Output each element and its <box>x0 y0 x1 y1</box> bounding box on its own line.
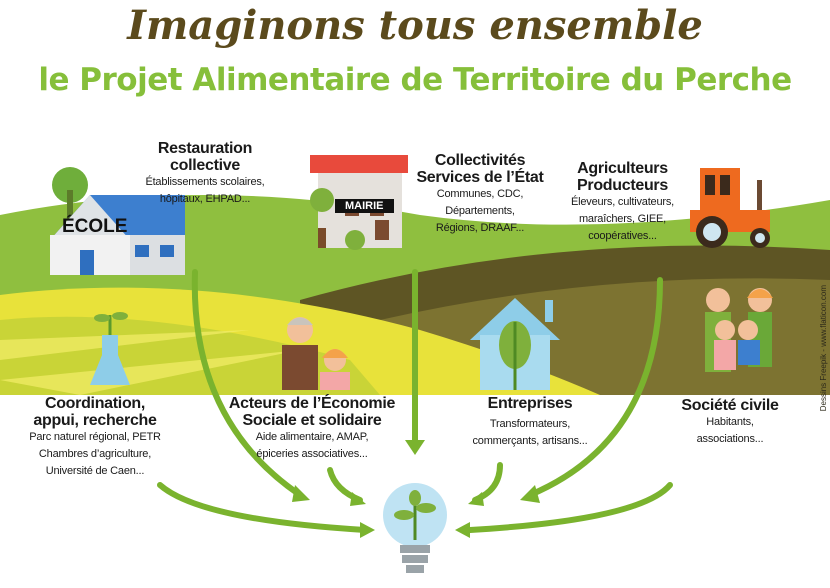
group-agriculteurs: Agriculteurs Producteurs Éleveurs, culti… <box>560 160 685 245</box>
image-credit: Dessins Freepik - www.flaticon.com <box>819 285 828 412</box>
group-heading: Entreprises <box>487 395 573 412</box>
group-detail: Université de Caen... <box>45 465 145 477</box>
house-illustration <box>470 298 560 390</box>
family-illustration <box>705 288 773 372</box>
group-detail: Départements, <box>445 205 515 217</box>
group-detail: Transformateurs, <box>489 418 571 430</box>
group-detail: hôpitaux, EHPAD... <box>159 193 251 205</box>
flask-illustration <box>90 312 130 385</box>
group-collectivites: Collectivités Services de l’État Commune… <box>410 152 550 237</box>
group-heading: Coordination, <box>44 395 146 412</box>
people-couple-illustration <box>282 317 350 390</box>
school-illustration <box>50 167 185 275</box>
group-detail: Aide alimentaire, AMAP, <box>255 431 369 443</box>
group-heading: Restauration <box>157 140 253 157</box>
group-heading: Acteurs de l’Économie <box>228 395 396 412</box>
group-restauration: Restauration collective Établissements s… <box>130 140 280 208</box>
group-detail: Éleveurs, cultivateurs, <box>571 196 674 208</box>
field-stripes <box>0 330 300 395</box>
tractor-illustration <box>690 168 770 248</box>
group-detail: épiceries associatives... <box>256 448 368 460</box>
group-detail: coopératives... <box>588 230 657 242</box>
town-hall-sign: MAIRIE <box>335 199 394 213</box>
page-subtitle: le Projet Alimentaire de Territoire du P… <box>38 62 792 98</box>
arrow-societe <box>467 482 673 533</box>
group-heading: Producteurs <box>577 177 668 194</box>
group-detail: Régions, DRAAF... <box>435 222 525 234</box>
group-economie-sociale: Acteurs de l’Économie Sociale et solidai… <box>222 395 402 463</box>
lightbulb-icon <box>383 483 447 573</box>
arrow-agriculteurs <box>527 277 663 498</box>
arrows <box>157 269 673 533</box>
group-detail: Communes, CDC, <box>436 188 524 200</box>
group-heading: Agriculteurs <box>577 160 668 177</box>
arrow-coordination <box>157 482 368 533</box>
group-heading: Collectivités <box>434 152 526 169</box>
group-detail: Établissements scolaires, <box>145 176 265 188</box>
page-title: Imaginons tous ensemble <box>127 2 703 49</box>
group-detail: commerçants, artisans... <box>472 435 588 447</box>
school-sign: ÉCOLE <box>62 216 128 237</box>
group-detail: Chambres d’agriculture, <box>38 448 152 460</box>
arrowheads <box>292 440 540 538</box>
group-heading: Services de l’État <box>416 169 544 186</box>
group-heading: Sociale et solidaire <box>242 412 382 429</box>
group-heading: appui, recherche <box>33 412 157 429</box>
group-detail: Habitants, <box>706 416 754 428</box>
arrow-entreprises <box>472 462 503 503</box>
group-detail: Parc naturel régional, PETR <box>29 431 161 443</box>
group-heading: collective <box>170 157 240 174</box>
group-detail: associations... <box>696 433 764 445</box>
group-detail: maraîchers, GIEE, <box>578 213 667 225</box>
group-societe-civile: Société civile Habitants, associations..… <box>670 397 790 448</box>
group-entreprises: Entreprises Transformateurs, commerçants… <box>460 395 600 450</box>
group-coordination: Coordination, appui, recherche Parc natu… <box>20 395 170 480</box>
group-heading: Société civile <box>681 397 779 414</box>
arrow-restauration <box>191 269 303 498</box>
